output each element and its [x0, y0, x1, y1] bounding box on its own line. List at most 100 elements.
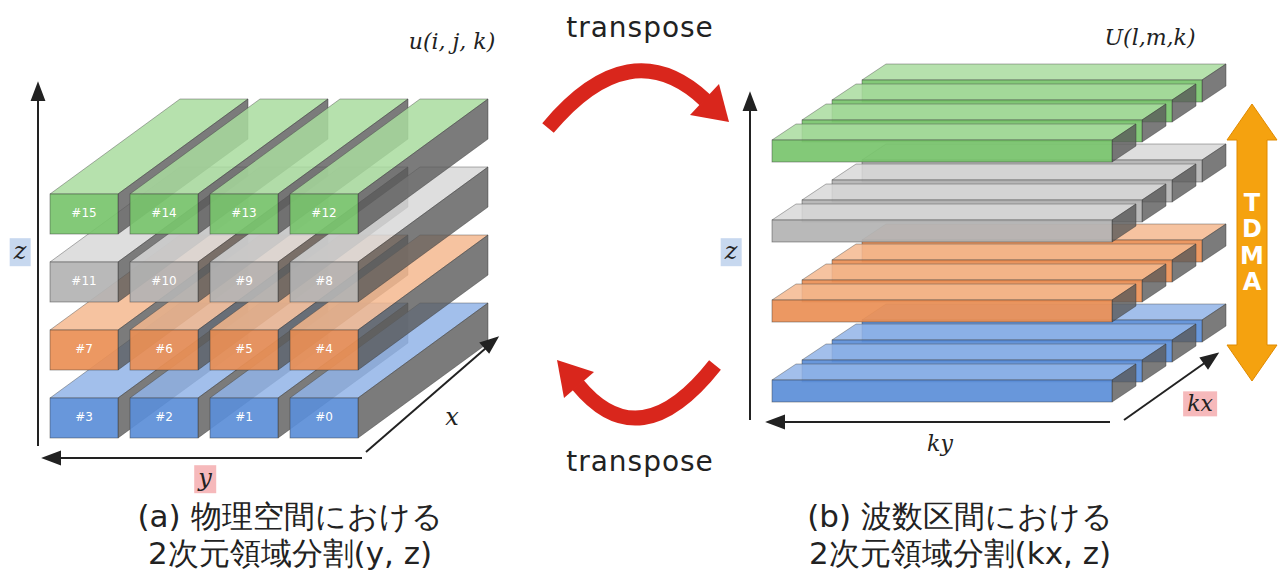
bar-side-face — [1142, 184, 1166, 222]
tdma-arrow — [1227, 104, 1277, 381]
arrow-head — [557, 360, 594, 398]
bar-side-face — [1172, 164, 1196, 202]
axis-label: z — [10, 238, 31, 266]
bar-side-face — [1202, 304, 1226, 342]
callout-number: #14 — [151, 207, 176, 221]
bar-top-face — [772, 124, 1136, 140]
bar-top-face — [832, 244, 1196, 260]
axes-left — [32, 84, 497, 464]
vertical-text: TDMA — [1240, 190, 1264, 296]
bar-front-face — [210, 262, 278, 302]
callout-number: #12 — [311, 207, 336, 221]
callout-number: #5 — [235, 343, 253, 357]
callout-number: #4 — [315, 343, 333, 357]
bar-side-face — [1172, 84, 1196, 122]
bar-top-face — [802, 104, 1166, 120]
bar-front-face — [130, 330, 198, 370]
callout-number: #2 — [155, 411, 173, 425]
bar-front-face — [290, 330, 358, 370]
bar-side-face — [1112, 284, 1136, 322]
transpose-label: transpose — [566, 12, 714, 44]
transpose-arrows — [548, 71, 729, 418]
bar-side-face — [1172, 244, 1196, 282]
arrow-head — [44, 452, 60, 464]
bar-front-face — [290, 262, 358, 302]
bar-top-face — [772, 364, 1136, 380]
bar-side-face — [1142, 344, 1166, 382]
x-axis — [366, 348, 486, 452]
bar — [772, 204, 1136, 242]
arrow-head — [690, 84, 729, 122]
caption: (b) 波数区間における 2次元領域分割(kx, z) — [760, 498, 1160, 572]
caption: (a) 物理空間における 2次元領域分割(y, z) — [90, 498, 490, 572]
bar — [772, 124, 1136, 162]
bar-top-face — [802, 344, 1166, 360]
callout-number: #7 — [75, 343, 93, 357]
bar-front-face — [210, 330, 278, 370]
callout-number: #8 — [315, 275, 333, 289]
bar-front-face — [772, 300, 1112, 322]
bar-top-face — [832, 324, 1196, 340]
callout-number: #15 — [71, 207, 96, 221]
callout-number: #11 — [71, 275, 96, 289]
axis-label: x — [441, 404, 463, 432]
y-axis — [58, 457, 362, 459]
bar-group — [50, 64, 1226, 438]
function-label: U(l,m,k) — [1105, 25, 1196, 50]
callout-number: #6 — [155, 343, 173, 357]
arrow-head — [768, 416, 784, 428]
bar-front-face — [772, 380, 1112, 402]
callout-number: #13 — [231, 207, 256, 221]
bar-front-face — [50, 330, 118, 370]
bar-front-face — [50, 398, 118, 438]
bar — [772, 364, 1136, 402]
z-axis — [749, 108, 751, 420]
bar-side-face — [1202, 144, 1226, 182]
bar-front-face — [290, 194, 358, 234]
bar-side-face — [358, 99, 488, 234]
axis-label: y — [194, 465, 216, 493]
bar-top-face — [772, 204, 1136, 220]
axes-right — [744, 94, 1217, 428]
bar-side-face — [1112, 124, 1136, 162]
bar-top-face — [802, 264, 1166, 280]
bar-front-face — [130, 194, 198, 234]
bar-top-face — [802, 184, 1166, 200]
bar — [772, 284, 1136, 322]
arrow-head — [1201, 354, 1217, 368]
bar-front-face — [772, 140, 1112, 162]
function-label: u(i, j, k) — [409, 29, 496, 54]
callout-number: #3 — [75, 411, 93, 425]
bar-side-face — [1142, 264, 1166, 302]
bar-side-face — [1112, 364, 1136, 402]
callout-number: #0 — [315, 411, 333, 425]
axis-label: z — [721, 238, 742, 266]
curved-arrow — [548, 71, 705, 128]
callout-number: #10 — [151, 275, 176, 289]
bar-front-face — [50, 194, 118, 234]
transpose-label: transpose — [566, 446, 714, 478]
bar-side-face — [1172, 324, 1196, 362]
z-axis — [37, 98, 39, 446]
arrow-head — [744, 94, 756, 110]
bar-front-face — [50, 262, 118, 302]
bar-top-face — [772, 284, 1136, 300]
bar-top-face — [832, 84, 1196, 100]
curved-arrow — [578, 365, 715, 418]
bar-front-face — [210, 398, 278, 438]
callout-number: #9 — [235, 275, 253, 289]
axis-label: kx — [1183, 391, 1217, 416]
bar-front-face — [772, 220, 1112, 242]
bar-top-face — [832, 164, 1196, 180]
arrow-head — [32, 84, 44, 100]
bar-side-face — [1142, 104, 1166, 142]
arrow-head — [481, 338, 497, 352]
bar-front-face — [130, 262, 198, 302]
bar-side-face — [1202, 224, 1226, 262]
ky-axis — [782, 421, 1110, 423]
axis-label: ky — [923, 431, 957, 456]
bar-front-face — [210, 194, 278, 234]
bar — [290, 99, 488, 234]
